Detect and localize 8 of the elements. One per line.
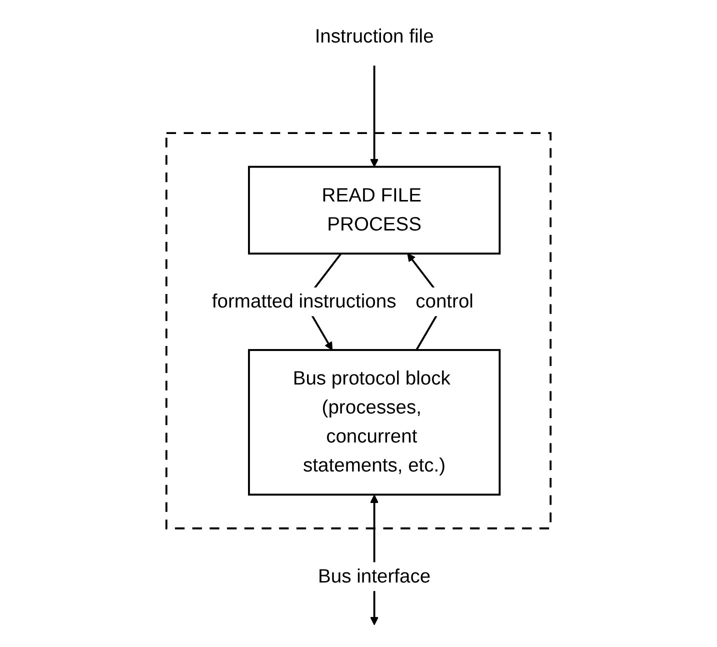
node-box: Bus protocol block (processes, concurrent statements, etc.) — [248, 349, 501, 496]
node-box: READ FILE PROCESS — [248, 166, 501, 255]
edge-label: Bus interface — [318, 566, 431, 588]
edge-label: control — [416, 291, 474, 312]
edge-label: formatted instructions — [212, 291, 396, 312]
arrow — [370, 66, 379, 168]
cluster — [165, 132, 552, 530]
node-text: Instruction file — [314, 26, 434, 48]
